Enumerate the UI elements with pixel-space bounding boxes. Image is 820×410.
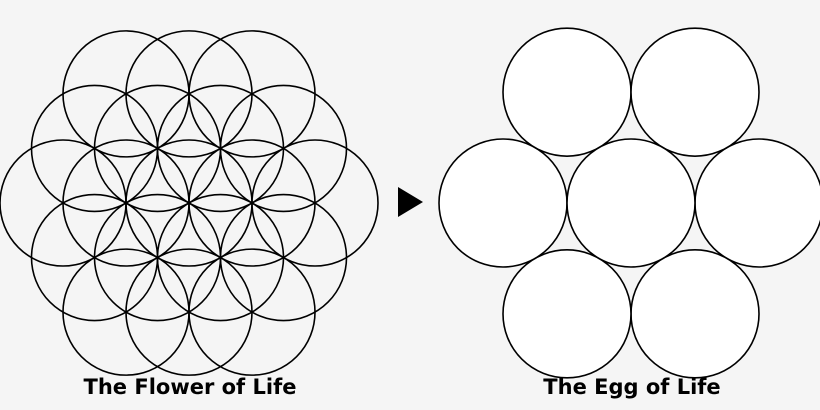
flower-circle-19 [251,139,379,267]
egg-circle-7 [566,138,696,268]
egg-circle-1 [694,138,820,268]
flower-of-life-figure [0,30,379,376]
egg-circle-5 [502,27,632,157]
egg-of-life-figure [438,27,820,379]
play-triangle-icon [398,187,423,217]
egg-circle-2 [630,249,760,379]
egg-circle-3 [502,249,632,379]
flower-of-life-caption: The Flower of Life [83,375,297,399]
egg-of-life-caption: The Egg of Life [543,375,721,399]
egg-circle-4 [438,138,568,268]
egg-circle-6 [630,27,760,157]
